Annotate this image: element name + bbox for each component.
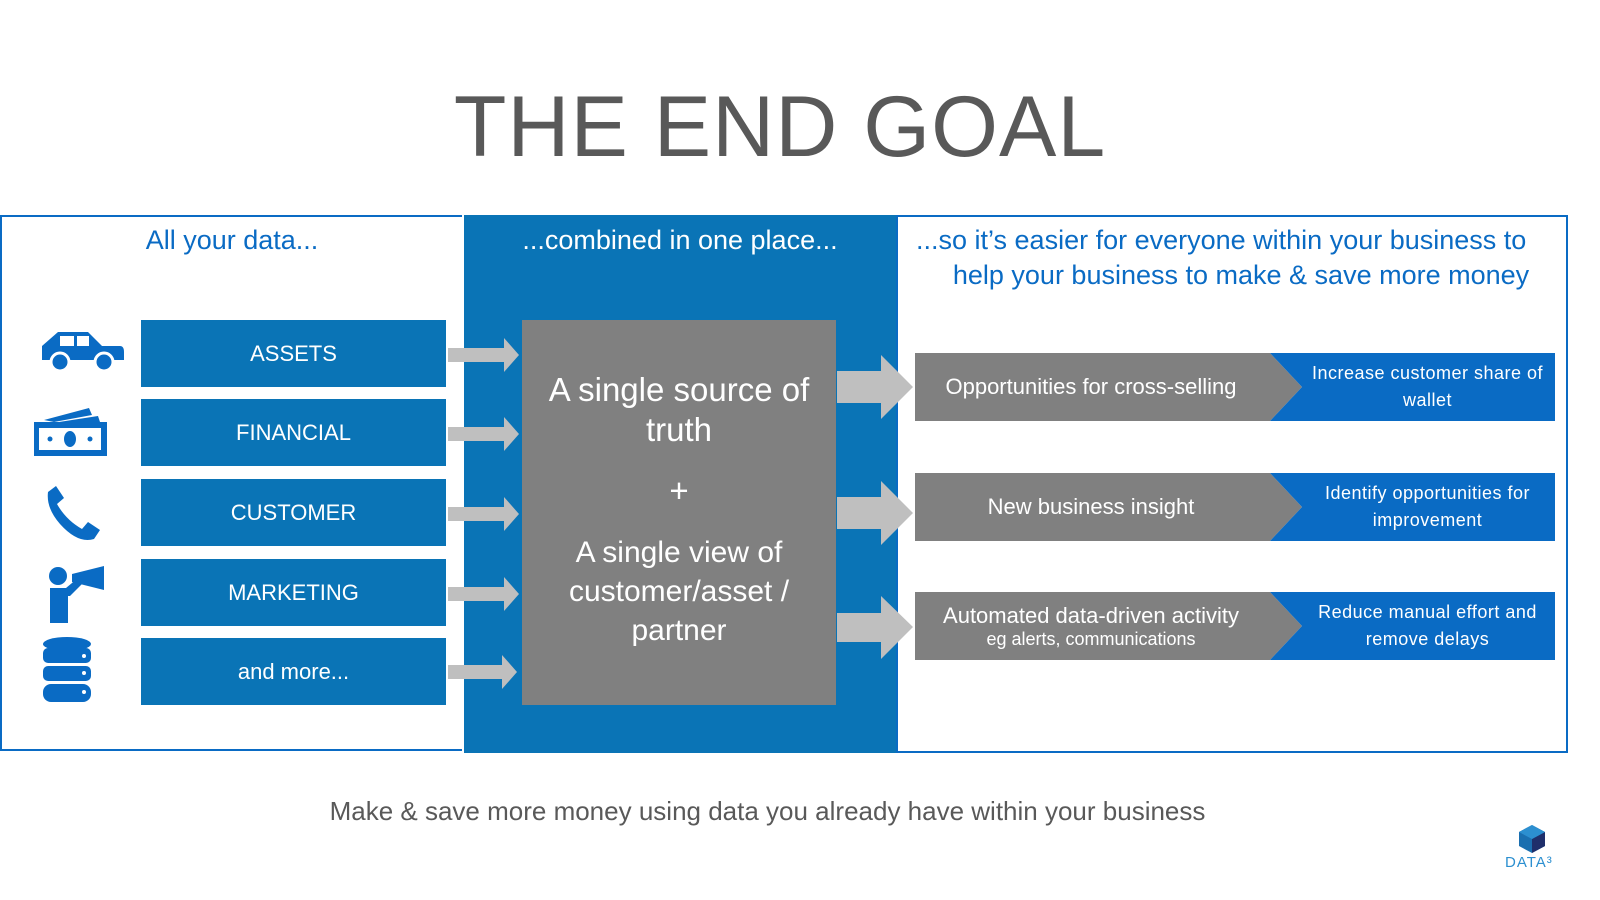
arrow-icon	[448, 577, 519, 611]
source-assets: ASSETS	[141, 320, 446, 387]
arrow-icon	[448, 417, 519, 451]
arrow-icon	[448, 497, 519, 531]
middle-heading: ...combined in one place...	[522, 225, 838, 255]
single-source-text: A single source of truth	[548, 371, 810, 448]
outcome-label: Increase customer share of wallet	[1311, 363, 1544, 410]
source-financial: FINANCIAL	[141, 399, 446, 466]
benefit-label: Opportunities for cross-selling	[945, 374, 1237, 399]
benefit-row: Opportunities for cross-selling Increase…	[915, 353, 1555, 421]
right-heading-2: help your business to make & save more m…	[952, 260, 1530, 290]
right-heading-1: ...so it’s easier for everyone within yo…	[916, 225, 1527, 255]
single-view-text: A single view of customer/asset / partne…	[568, 535, 790, 647]
arrow-icon	[448, 338, 519, 372]
benefit-sublabel: eg alerts, communications	[986, 628, 1196, 649]
output-arrows	[837, 355, 913, 659]
benefits-panel	[896, 215, 1568, 753]
data-sources-panel	[0, 215, 462, 751]
megaphone-icon	[49, 566, 104, 623]
source-marketing: MARKETING	[141, 559, 446, 626]
logo-cube-icon	[1519, 825, 1545, 853]
outcome-label: Reduce manual effort and remove delays	[1318, 602, 1537, 649]
arrow-icon	[837, 355, 913, 419]
arrow-icon	[837, 481, 913, 545]
plus-sign: +	[669, 472, 689, 510]
footer-tagline: Make & save more money using data you al…	[329, 796, 1206, 826]
left-heading: All your data...	[145, 225, 319, 255]
source-customer: CUSTOMER	[141, 479, 446, 546]
logo-text: DATA³	[1505, 854, 1553, 871]
benefit-label: New business insight	[987, 494, 1195, 519]
phone-icon	[47, 486, 100, 540]
benefit-row: New business insight Identify opportunit…	[915, 473, 1555, 541]
input-arrows	[448, 338, 519, 689]
benefit-label: Automated data-driven activity	[943, 602, 1239, 628]
database-icon	[43, 637, 91, 702]
car-icon	[42, 332, 124, 373]
arrow-icon	[448, 655, 517, 689]
page-title: THE END GOAL	[453, 79, 1107, 175]
source-more: and more...	[141, 638, 446, 705]
single-source-box: A single source of truth + A single view…	[522, 320, 836, 705]
outcome-label: Identify opportunities for improvement	[1324, 483, 1531, 530]
money-icon	[34, 408, 107, 456]
arrow-icon	[837, 596, 913, 659]
